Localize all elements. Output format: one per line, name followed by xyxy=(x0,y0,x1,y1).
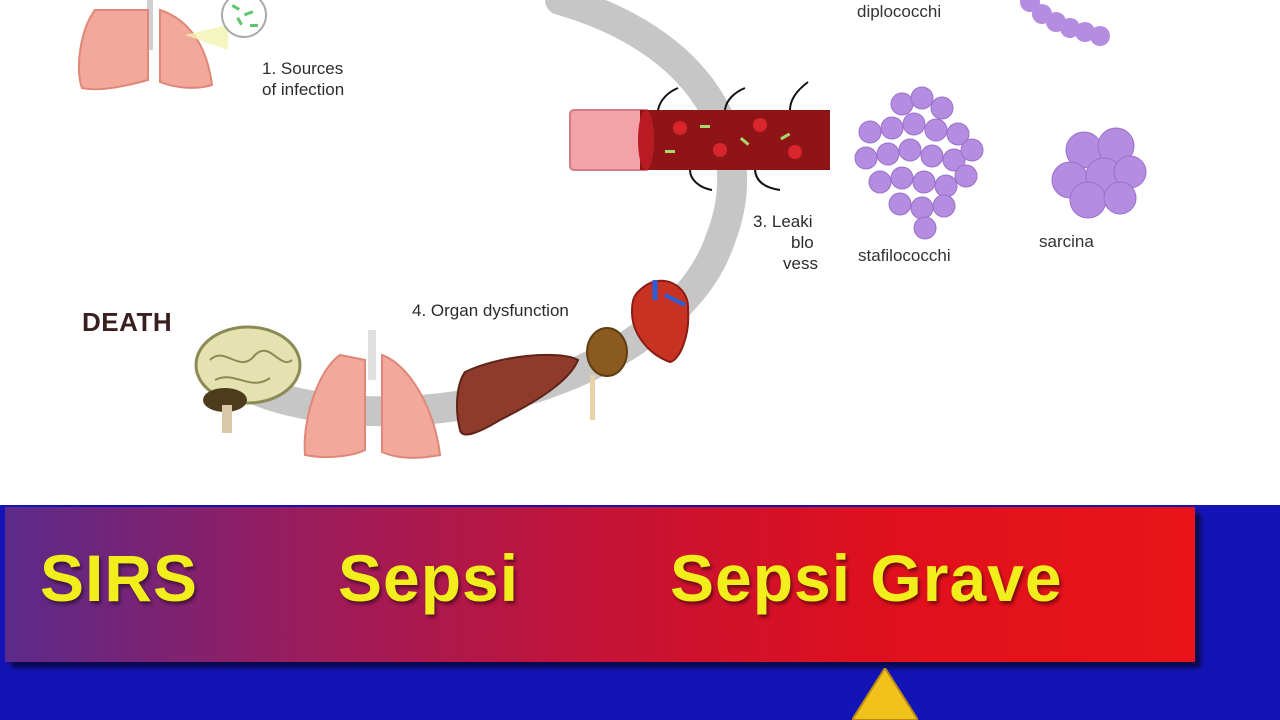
heart-icon xyxy=(630,279,690,364)
blood-vessel-icon xyxy=(569,109,830,171)
sepsis-cycle-illustration xyxy=(77,0,830,459)
bacteria-types-illustration xyxy=(854,0,1147,240)
severity-gradient-bar xyxy=(5,507,1195,662)
lungs-top-icon xyxy=(77,0,228,91)
stage-pointer-arrow-icon xyxy=(852,668,918,720)
bacteria-zoom-icon xyxy=(221,0,267,38)
brain-icon xyxy=(194,325,302,433)
lungs-bottom-icon xyxy=(303,330,442,459)
death-label: DEATH xyxy=(82,307,173,337)
leaking-label-line3: vess xyxy=(783,254,818,273)
sarcina-label: sarcina xyxy=(1039,232,1094,251)
stafilococchi-label: stafilococchi xyxy=(858,246,951,265)
stage-sepsi-label: Sepsi xyxy=(338,541,520,615)
leaking-label-line1: 3. Leaki xyxy=(753,212,813,231)
diplococchi-label: diplococchi xyxy=(857,2,942,21)
leak-arrows xyxy=(657,81,809,191)
sarcina-icon xyxy=(1051,127,1147,219)
organ-dysfunction-label: 4. Organ dysfunction xyxy=(412,301,569,320)
diplococchi-icon xyxy=(1020,0,1110,46)
stage-sepsi-grave-label: Sepsi Grave xyxy=(670,541,1063,615)
stafilococchi-icon xyxy=(854,86,984,240)
stage-sirs-label: SIRS xyxy=(40,541,199,615)
liver-icon xyxy=(456,353,580,436)
sources-label-line1: 1. Sources xyxy=(262,59,344,78)
sources-label-line2: of infection xyxy=(262,80,345,99)
sources-of-infection-label: 1. Sources of infection xyxy=(262,58,382,100)
leaking-label-line2: blo xyxy=(791,233,814,252)
kidney-icon xyxy=(586,327,628,420)
leaking-vessels-label: 3. Leaki blo vess xyxy=(753,211,833,274)
sepsis-diagram: 1. Sources of infection 3. Leaki blo ves… xyxy=(77,0,1147,459)
